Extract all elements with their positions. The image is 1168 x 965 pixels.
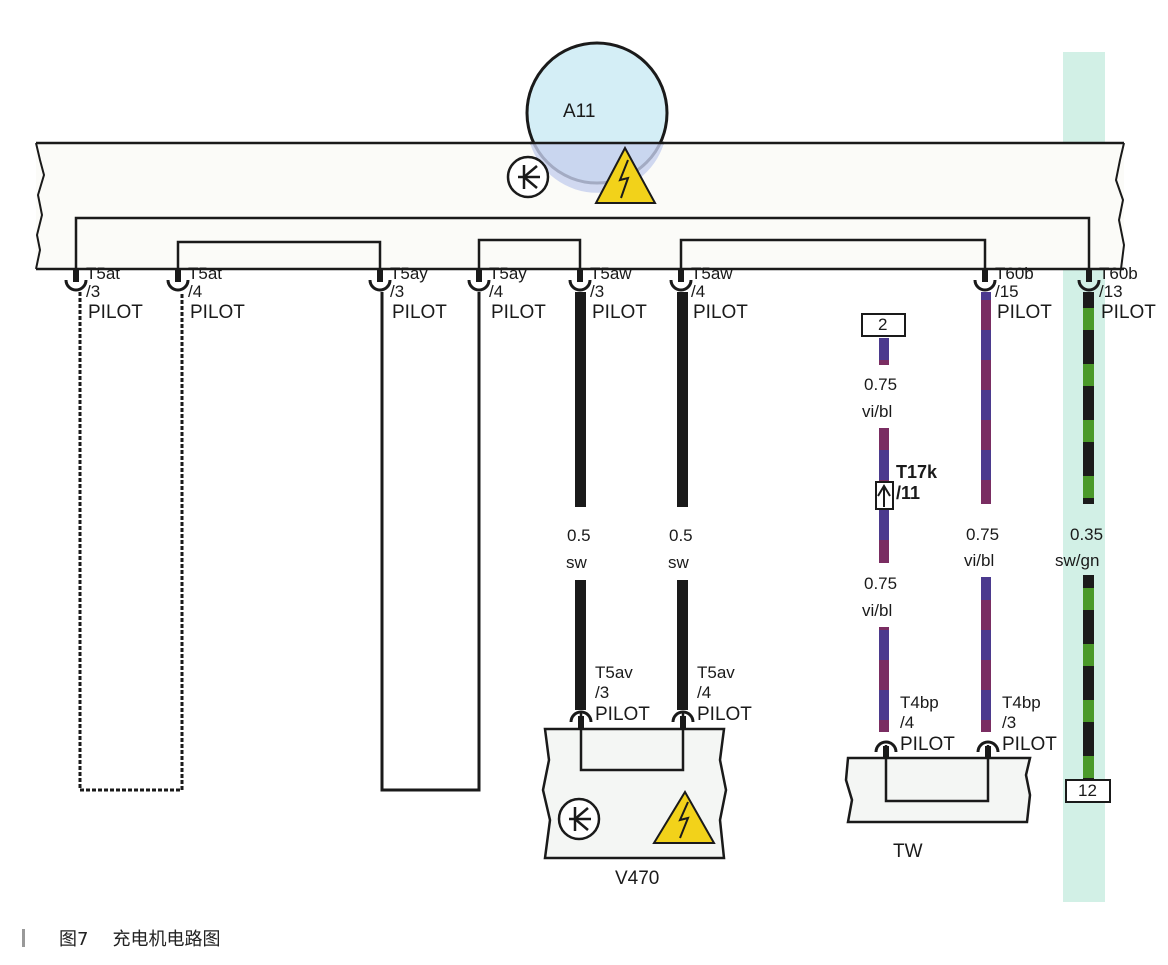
signal-label: PILOT: [88, 302, 143, 323]
top-pin-group: T5at/3PILOTT5at/4PILOTT5ay/3PILOTT5ay/4P…: [64, 264, 1156, 323]
a11-label: A11: [563, 101, 595, 122]
wire-color-label: sw/gn: [1055, 551, 1099, 570]
pin-number: /3: [1002, 713, 1016, 732]
connector-name: T5at: [188, 264, 222, 283]
wire-size-label: 0.75: [864, 574, 897, 593]
signal-label: PILOT: [1101, 302, 1156, 323]
pin-number: /13: [1099, 282, 1123, 301]
connector-name: T5ay: [390, 264, 428, 283]
signal-label: PILOT: [392, 302, 447, 323]
connector-name: T60b: [1099, 264, 1138, 283]
connector-name: T4bp: [1002, 693, 1041, 712]
wire-size-label: 0.75: [864, 375, 897, 394]
a11-module-circle: A11: [525, 41, 669, 193]
pin-number: /3: [590, 282, 604, 301]
v470-component: V470: [541, 712, 728, 889]
pin-number: /3: [390, 282, 404, 301]
wire-size-label: 0.5: [567, 526, 591, 545]
signal-label: PILOT: [693, 302, 748, 323]
svg-text:/11: /11: [896, 483, 920, 503]
figure-number: 图7: [59, 929, 89, 950]
connector-name: T5ay: [489, 264, 527, 283]
connector-name: T5av: [595, 663, 633, 682]
sw-gn-wire: [1083, 292, 1094, 780]
pin-number: /4: [691, 282, 705, 301]
wire-color-label: vi/bl: [862, 402, 892, 421]
connector-name: T60b: [995, 264, 1034, 283]
vi-bl-wires: [879, 292, 991, 732]
signal-label: PILOT: [190, 302, 245, 323]
v470-wires: [575, 292, 688, 710]
figure-title: 充电机电路图: [112, 929, 221, 950]
wire-color-label: vi/bl: [862, 601, 892, 620]
svg-text:12: 12: [1078, 781, 1097, 800]
wire-labels: 0.5 sw 0.5 sw 0.75 vi/bl 0.75 vi/bl 0.75…: [566, 375, 1103, 620]
caption-marker: [22, 929, 25, 947]
tw-component: TW: [844, 745, 1032, 862]
connector-name: T5aw: [590, 264, 632, 283]
v470-label: V470: [615, 868, 659, 889]
high-voltage-warning-icon: [594, 145, 657, 204]
pin-number: /4: [188, 282, 202, 301]
wire-size-label: 0.5: [669, 526, 693, 545]
pin-number: /4: [489, 282, 503, 301]
signal-label: PILOT: [592, 302, 647, 323]
figure-caption: 图7 充电机电路图: [22, 925, 220, 951]
connector-12: 12: [1065, 779, 1111, 803]
connector-name: T5aw: [691, 264, 733, 283]
wire-color-label: sw: [668, 553, 690, 572]
high-voltage-warning-icon: [652, 790, 716, 844]
pin-number: /4: [900, 713, 914, 732]
pin-number: /3: [595, 683, 609, 702]
wire-size-label: 0.75: [966, 525, 999, 544]
signal-label: PILOT: [997, 302, 1052, 323]
signal-label: PILOT: [697, 704, 752, 725]
pin-number: /4: [697, 683, 711, 702]
svg-text:2: 2: [878, 315, 887, 334]
connector-2: 2: [861, 313, 906, 337]
wire-color-label: sw: [566, 553, 588, 572]
inline-connector-t17k: T17k /11: [875, 462, 938, 510]
left-loop-wires: [78, 292, 481, 792]
signal-label: PILOT: [595, 704, 650, 725]
pin-number: /3: [86, 282, 100, 301]
wire-color-label: vi/bl: [964, 551, 994, 570]
connector-name: T5av: [697, 663, 735, 682]
connector-name: T4bp: [900, 693, 939, 712]
tw-label: TW: [893, 841, 923, 862]
electronic-symbol-icon: [506, 155, 550, 199]
signal-label: PILOT: [491, 302, 546, 323]
svg-text:T17k: T17k: [896, 462, 938, 482]
connector-name: T5at: [86, 264, 120, 283]
wire-size-label: 0.35: [1070, 525, 1103, 544]
pin-number: /15: [995, 282, 1019, 301]
signal-label: PILOT: [1002, 734, 1057, 755]
internal-loops: [74, 216, 1091, 275]
signal-label: PILOT: [900, 734, 955, 755]
bottom-pin-group: T5av/3PILOTT5av/4PILOTT4bp/4PILOTT4bp/3P…: [569, 663, 1057, 758]
electronic-symbol-icon: [557, 797, 601, 841]
